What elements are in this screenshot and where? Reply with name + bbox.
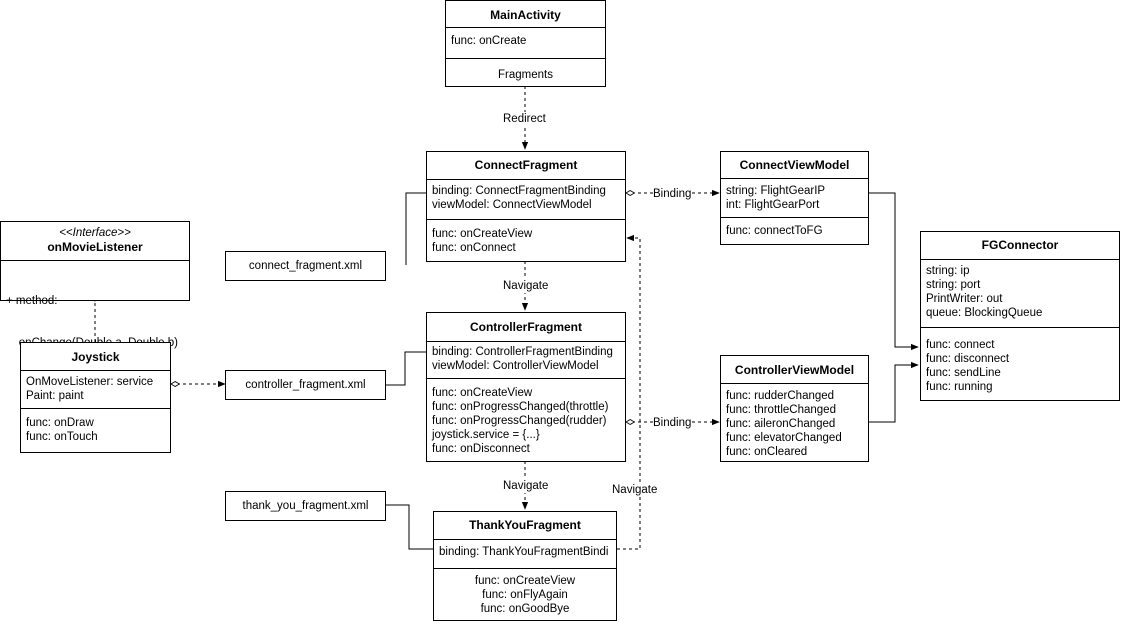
edge-label-binding-1: Binding [653,187,692,201]
on-movie-listener-interface[interactable]: <<Interface>> onMovieListener + method: … [0,221,190,349]
edge-controller-xml [386,351,426,386]
method: func: onCreate [451,35,527,47]
fields-section: string: ip string: port PrintWriter: out… [921,259,1119,327]
methods-section: + method: onChange(Double a, Double b) [1,260,189,349]
edge-label-navigate-3: Navigate [612,483,658,497]
class-title: ControllerViewModel [734,363,855,377]
fields-section: binding: ConnectFragmentBinding viewMode… [427,179,625,219]
field: binding: ControllerFragmentBinding [432,346,613,358]
edge-label-binding-2: Binding [653,416,692,430]
fields-section: binding: ThankYouFragmentBindi [434,539,616,568]
controller-view-model-class[interactable]: ControllerViewModel func: rudderChanged … [720,355,869,462]
class-title: onMovieListener [47,240,143,254]
controller-fragment-xml[interactable]: controller_fragment.xml [225,370,386,400]
edge-connect-xml [405,192,426,265]
edge-label-navigate-1: Navigate [503,279,549,293]
field: queue: BlockingQueue [926,307,1043,319]
joystick-class[interactable]: Joystick OnMoveListener: service Paint: … [20,342,171,453]
class-title: Joystick [71,350,120,364]
method: func: onCreateView [474,575,576,587]
edge-cvm-fg [869,192,919,351]
method: func: onDraw [26,417,94,429]
method: func: onProgressChanged(throttle) [432,401,609,413]
thank-you-fragment-class[interactable]: ThankYouFragment binding: ThankYouFragme… [433,511,617,621]
method: func: rudderChanged [726,390,835,402]
main-activity-class[interactable]: MainActivity func: onCreate Fragments [445,0,606,87]
stereotype-label: <<Interface>> [59,227,131,239]
method: func: onCreateView [432,228,533,240]
method: + method: [6,295,58,307]
field: PrintWriter: out [926,293,1003,305]
class-title: ControllerFragment [469,320,582,334]
fg-connector-class[interactable]: FGConnector string: ip string: port Prin… [920,231,1120,401]
class-title: MainActivity [490,8,561,22]
connect-view-model-class[interactable]: ConnectViewModel string: FlightGearIP in… [720,151,869,245]
edge-ctrlvm-fg [869,361,919,423]
field: string: ip [926,265,970,277]
method: func: onConnect [432,242,516,254]
methods-section: func: onDraw func: onTouch [21,408,170,452]
field: binding: ThankYouFragmentBindi [439,546,609,558]
class-title: FGConnector [981,238,1059,252]
fields-section: OnMoveListener: service Paint: paint [21,370,170,408]
method: func: aileronChanged [726,418,836,430]
fields-section: string: FlightGearIP int: FlightGearPort [721,178,868,217]
method: func: onProgressChanged(rudder) [432,415,607,427]
connect-fragment-class[interactable]: ConnectFragment binding: ConnectFragment… [426,151,626,262]
method: func: onGoodBye [480,603,570,615]
method: func: elevatorChanged [726,432,842,444]
field: viewModel: ControllerViewModel [432,360,599,372]
methods-section: func: rudderChanged func: throttleChange… [721,383,868,461]
class-title-block: <<Interface>> onMovieListener [1,222,189,260]
controller-fragment-class[interactable]: ControllerFragment binding: ControllerFr… [426,312,626,462]
edge-thankyou-xml [386,504,433,550]
field: string: port [926,279,981,291]
methods-section: func: onCreateView func: onFlyAgain func… [434,568,616,620]
method: func: onCreateView [432,387,533,399]
field: Paint: paint [26,390,84,402]
methods-section: func: onCreate [446,27,605,58]
method: func: onFlyAgain [482,589,568,601]
thank-you-fragment-xml[interactable]: thank_you_fragment.xml [225,491,386,521]
methods-section: func: connectToFG [721,217,868,244]
field: binding: ConnectFragmentBinding [432,185,606,197]
method: func: connectToFG [726,225,823,237]
field: int: FlightGearPort [726,199,820,211]
method: func: onTouch [26,431,98,443]
methods-section: func: connect func: disconnect func: sen… [921,327,1119,400]
class-title: ConnectViewModel [739,158,850,172]
fragments-text: Fragments [498,69,553,81]
fields-section: binding: ControllerFragmentBinding viewM… [427,341,625,378]
fragments-label: Fragments [446,58,605,88]
method: func: connect [926,339,995,351]
connect-fragment-xml[interactable]: connect_fragment.xml [225,251,386,281]
methods-section: func: onCreateView func: onProgressChang… [427,378,625,461]
class-title: ThankYouFragment [469,518,581,532]
field: OnMoveListener: service [26,376,154,388]
method: func: onCleared [726,446,808,458]
method: func: running [926,381,993,393]
method: joystick.service = {...} [432,429,540,441]
edge-label-navigate-2: Navigate [503,479,549,493]
methods-section: func: onCreateView func: onConnect [427,219,625,261]
field: viewModel: ConnectViewModel [432,199,592,211]
method: func: disconnect [926,353,1010,365]
class-title: ConnectFragment [474,158,578,172]
edge-label-redirect: Redirect [503,112,546,126]
field: string: FlightGearIP [726,185,826,197]
method: func: onDisconnect [432,443,530,455]
method: func: sendLine [926,367,1001,379]
method: func: throttleChanged [726,404,836,416]
